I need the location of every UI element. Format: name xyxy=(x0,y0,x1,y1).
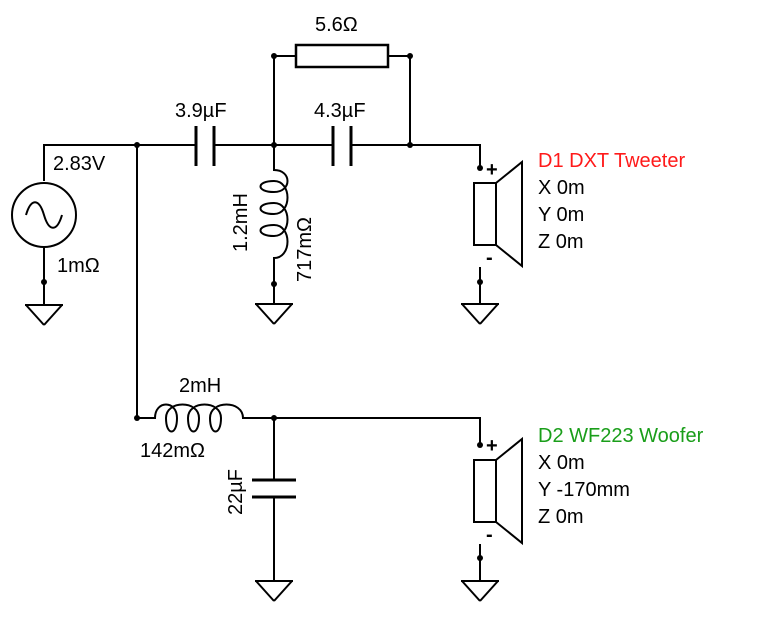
tweeter-x-label: X 0m xyxy=(538,177,585,199)
woofer-inductor-resistance-label: 142mΩ xyxy=(140,440,205,462)
wires xyxy=(43,55,481,581)
woofer-z-label: Z 0m xyxy=(538,506,584,528)
speaker-woofer[interactable] xyxy=(473,436,523,546)
woofer-name-label: D2 WF223 Woofer xyxy=(538,425,704,447)
woofer-x-label: X 0m xyxy=(538,452,585,474)
ground-symbol-source xyxy=(25,304,63,326)
inductor-resistance-label: 717mΩ xyxy=(294,217,316,282)
ground-symbol-tweeter-shunt xyxy=(255,303,293,325)
capacitor-woofer-shunt[interactable] xyxy=(252,478,296,499)
source-resistance-label: 1mΩ xyxy=(57,255,100,277)
tweeter-minus-sign: - xyxy=(486,247,493,269)
resistor-5-6-ohm[interactable] xyxy=(294,43,390,69)
capacitor-c1-label: 3.9µF xyxy=(175,100,227,122)
speaker-tweeter[interactable] xyxy=(473,159,523,269)
capacitor-c2-label: 4.3µF xyxy=(314,100,366,122)
inductor-value-label: 1.2mH xyxy=(230,193,252,252)
tweeter-name-label: D1 DXT Tweeter xyxy=(538,150,685,172)
ground-symbol-tweeter xyxy=(461,303,499,325)
woofer-capacitor-label: 22µF xyxy=(225,469,247,515)
capacitor-c1[interactable] xyxy=(194,126,216,166)
inductor-woofer-series[interactable] xyxy=(154,403,250,433)
inductor-tweeter-shunt[interactable] xyxy=(259,169,289,262)
woofer-inductor-value-label: 2mH xyxy=(179,375,221,397)
woofer-minus-sign: - xyxy=(486,524,493,546)
woofer-plus-sign: + xyxy=(486,435,498,457)
resistor-value-label: 5.6Ω xyxy=(315,14,358,36)
source-voltage-label: 2.83V xyxy=(53,153,106,175)
tweeter-plus-sign: + xyxy=(486,159,498,181)
junction-dots xyxy=(134,53,483,561)
capacitor-c2[interactable] xyxy=(331,126,353,166)
ground-symbol-woofer-shunt xyxy=(255,580,293,602)
tweeter-y-label: Y 0m xyxy=(538,204,584,226)
tweeter-z-label: Z 0m xyxy=(538,231,584,253)
voltage-source[interactable] xyxy=(11,144,77,305)
ground-symbol-woofer xyxy=(461,580,499,602)
woofer-y-label: Y -170mm xyxy=(538,479,630,501)
